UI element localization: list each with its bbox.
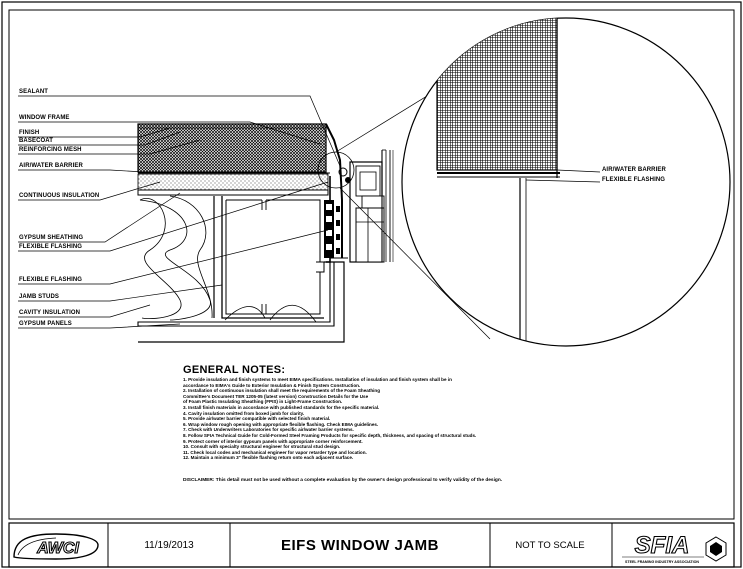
note-item: 5. Provide air/water barrier compatible …	[183, 416, 331, 422]
callout-reinforcing-mesh: REINFORCING MESH	[19, 147, 82, 153]
sfia-logo-text: SFIA	[635, 532, 690, 559]
callout-air-water-barrier: AIR/WATER BARRIER	[19, 163, 83, 169]
note-item: 12. Maintain a minimum 3" flexible flash…	[183, 455, 354, 461]
note-item: accordance to EIMA's Guide to Exterior I…	[183, 382, 361, 388]
note-item: 1. Provide insulation and finish systems…	[183, 377, 452, 382]
note-item: 9. Protect corner of interior gypsum pan…	[183, 438, 363, 444]
callout-flexible-flashing-2: FLEXIBLE FLASHING	[19, 277, 83, 283]
callout-leaders	[18, 95, 341, 329]
callout-basecoat: BASECOAT	[19, 138, 54, 144]
drawing-scale: NOT TO SCALE	[515, 539, 585, 551]
detail-callout-air-water-barrier: AIR/WATER BARRIER	[602, 167, 666, 173]
note-item: of Foam Plastic Insulating Sheathing (FP…	[183, 399, 343, 405]
note-item: Committee's Document TER 1205-05 (latest…	[183, 393, 369, 399]
awci-logo: AWCI	[13, 533, 99, 560]
cavity-insulation	[139, 198, 182, 320]
callout-finish: FINISH	[19, 130, 40, 136]
drawing-title: EIFS WINDOW JAMB	[281, 536, 439, 554]
awci-logo-text: AWCI	[36, 540, 79, 557]
note-item: 11. Check local codes and mechanical eng…	[183, 449, 367, 455]
note-item: 2. Installation of continuous insulation…	[183, 388, 381, 394]
sfia-logo: SFIA STEEL FRAMING INDUSTRY ASSOCIATION	[622, 531, 727, 564]
enlarged-detail	[401, 17, 731, 347]
detail-callout-flexible-flashing: FLEXIBLE FLASHING	[602, 177, 666, 183]
note-item: 7. Check with Underwriters Laboratories …	[183, 427, 354, 433]
sfia-emblem-icon	[705, 536, 727, 562]
note-item: 8. Follow SFIA Technical Guide for Cold-…	[183, 432, 477, 438]
note-item: 4. Cavity insulation omitted from boxed …	[183, 410, 305, 416]
callout-continuous-insulation: CONTINUOUS INSULATION	[19, 193, 100, 199]
continuous-insulation-layer	[137, 173, 329, 191]
note-item: 10. Consult with specialty structural en…	[183, 444, 341, 450]
callout-cavity-insulation: CAVITY INSULATION	[19, 310, 81, 316]
callout-window-frame: WINDOW FRAME	[19, 115, 70, 121]
general-notes-title: GENERAL NOTES:	[183, 364, 286, 376]
finish-mesh-band	[137, 123, 327, 173]
callout-gypsum-panels: GYPSUM PANELS	[19, 321, 72, 327]
callout-gypsum-sheathing: GYPSUM SHEATHING	[19, 235, 84, 241]
callout-flexible-flashing: FLEXIBLE FLASHING	[19, 244, 83, 250]
sfia-logo-subtext: STEEL FRAMING INDUSTRY ASSOCIATION	[625, 560, 699, 564]
note-item: 6. Wrap window rough opening with approp…	[183, 421, 379, 427]
general-notes-list: 1. Provide insulation and finish systems…	[183, 377, 583, 461]
note-item: 3. Install finish materials in accordanc…	[183, 404, 380, 410]
callout-jamb-studs: JAMB STUDS	[19, 294, 60, 300]
drawing-date: 11/19/2013	[144, 539, 194, 551]
callout-sealant: SEALANT	[19, 89, 49, 95]
disclaimer-text: DISCLAIMER: This detail must not be used…	[183, 478, 503, 483]
